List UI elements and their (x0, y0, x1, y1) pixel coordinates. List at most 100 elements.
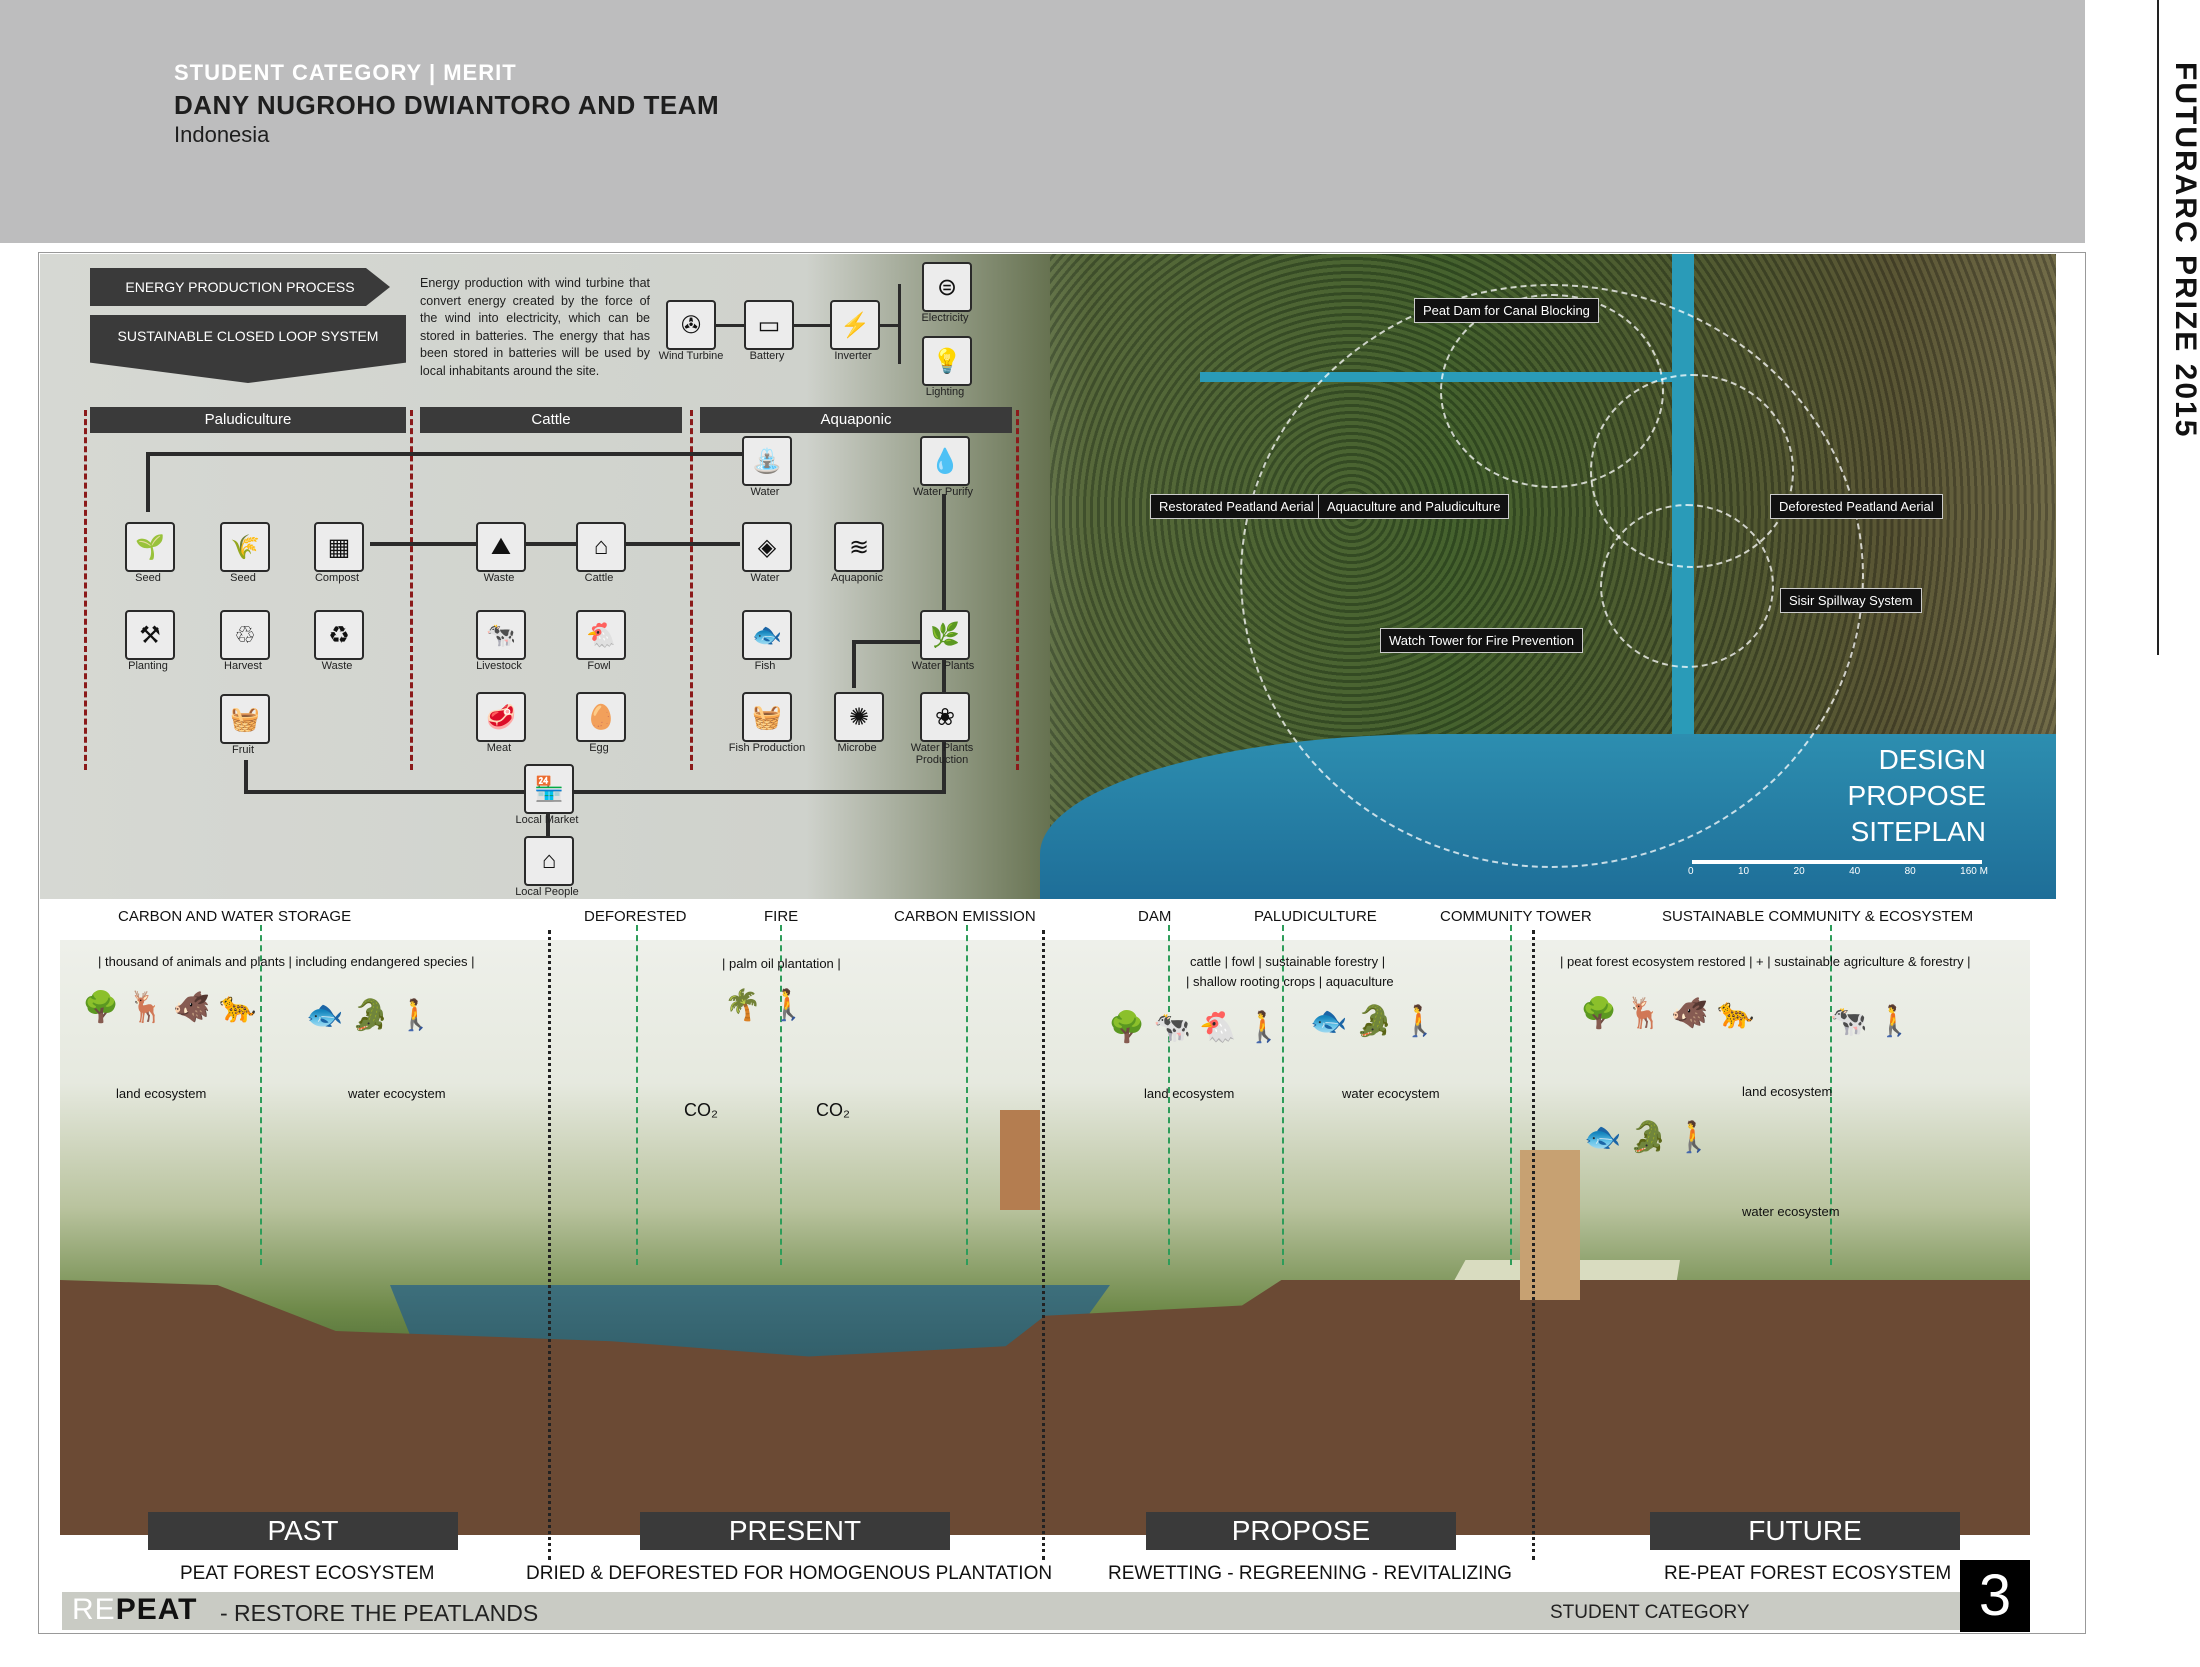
water-purify-icon: 💧 (920, 436, 970, 486)
battery-icon: ▭ (744, 300, 794, 350)
propose-water-label: water ecocystem (1342, 1086, 1440, 1101)
node-label: Water Plants Production (910, 742, 974, 766)
node-label: Inverter (834, 350, 872, 362)
community-tower (1520, 1150, 1580, 1300)
fish-production-icon: 🧺 (742, 692, 792, 742)
siteplan-label-aquaculture: Aquaculture and Paludiculture (1318, 494, 1510, 519)
scale-tick: 40 (1849, 866, 1861, 877)
category-cattle: Cattle (420, 407, 682, 433)
era-desc-present: DRIED & DEFORESTED FOR HOMOGENOUS PLANTA… (526, 1563, 1053, 1584)
node-label: Harvest (224, 660, 262, 672)
guide-line (1168, 925, 1170, 1265)
node-label: Egg (589, 742, 609, 754)
node-label: Water Purify (912, 486, 974, 498)
siteplan-label-deforested: Deforested Peatland Aerial (1770, 494, 1943, 519)
category-paludiculture: Paludiculture (90, 407, 406, 433)
past-land-label: land ecosystem (116, 1086, 207, 1101)
planting-icon: ⚒ (125, 610, 175, 660)
tagline: - RESTORE THE PEATLANDS (220, 1600, 539, 1626)
propose-note-2: | shallow rooting crops | aquaculture (1186, 974, 1394, 989)
fruit-basket-icon: 🧺 (220, 694, 270, 744)
repeat-logo: REPEAT (72, 1593, 197, 1627)
header-band (0, 0, 2085, 243)
scale-bar (1692, 860, 1982, 864)
era-desc-past: PEAT FOREST ECOSYSTEM (180, 1563, 435, 1584)
era-future: FUTURE (1650, 1512, 1960, 1550)
fish-icon: 🐟 (742, 610, 792, 660)
section-label-deforested: DEFORESTED (584, 908, 687, 925)
fowl-icon: 🐔 (576, 610, 626, 660)
propose-water-animals-icon: 🐟 🐊 🚶 (1310, 1005, 1439, 1038)
land-animals-icon: 🌳 🦌 🐗 🐆 (82, 991, 257, 1024)
siteplan-label-peat-dam: Peat Dam for Canal Blocking (1414, 298, 1599, 323)
flow-line (794, 324, 830, 327)
era-divider (1532, 930, 1535, 1560)
water-plants-icon: 🌿 (920, 610, 970, 660)
flow-line (546, 780, 550, 850)
node-label: Planting (128, 660, 168, 672)
node-label: Fish Production (728, 742, 806, 754)
guide-line (1510, 925, 1512, 1265)
local-market-icon: 🏪 (524, 764, 574, 814)
team-name: DANY NUGROHO DWIANTORO AND TEAM (174, 90, 720, 120)
node-label: Battery (749, 350, 785, 362)
node-label: Seed (135, 572, 161, 584)
footer-bar (62, 1592, 1967, 1630)
node-label: Waste (483, 572, 515, 584)
siteplan-title: DESIGN PROPOSE SITEPLAN (1800, 742, 1986, 850)
microbe-icon: ✺ (834, 692, 884, 742)
co2-label: CO₂ (684, 1100, 718, 1120)
section-label-carbon-emission: CARBON EMISSION (894, 908, 1036, 925)
flow-line (880, 324, 900, 327)
seed-crop-icon: 🌾 (220, 522, 270, 572)
harvest-icon: ♲ (220, 610, 270, 660)
inverter-icon: ⚡ (830, 300, 880, 350)
node-label: Local Market (515, 814, 579, 826)
section-label-fire: FIRE (764, 908, 799, 925)
era-desc-propose: REWETTING - REGREENING - REVITALIZING (1108, 1563, 1512, 1584)
node-label: Cattle (584, 572, 614, 584)
flow-line (898, 284, 901, 364)
local-people-icon: ⌂ (524, 836, 574, 886)
award-line: STUDENT CATEGORY | MERIT (174, 60, 517, 86)
section-label-dam: DAM (1138, 908, 1172, 925)
scale-ticks: 0 10 20 40 80 160 M (1688, 866, 1988, 877)
flow-line (852, 640, 944, 644)
scale-tick: 20 (1793, 866, 1805, 877)
node-label: Water (750, 486, 780, 498)
column-divider (84, 410, 87, 770)
node-label: Fish (754, 660, 776, 672)
node-label: Meat (486, 742, 512, 754)
logo-peat: PEAT (115, 1593, 198, 1626)
energy-header-arrow (90, 268, 390, 306)
category-label: STUDENT CATEGORY (174, 60, 422, 85)
node-label: Fowl (587, 660, 611, 672)
future-note: | peat forest ecosystem restored | + | s… (1560, 954, 1971, 969)
future-cattle-icon: 🐄 🚶 (1830, 1005, 1914, 1038)
page-number: 3 (1960, 1560, 2030, 1632)
siteplan-label-restorated: Restorated Peatland Aerial (1150, 494, 1323, 519)
watering-can-icon: ⛲ (742, 436, 792, 486)
award-label: MERIT (443, 60, 517, 85)
past-ecosystem-note: | thousand of animals and plants | inclu… (98, 954, 475, 969)
siteplan-circle-large (1240, 284, 1864, 868)
node-label: Livestock (476, 660, 522, 672)
propose-land-animals-icon: 🌳 🐄 🐔 🚶 (1108, 1011, 1283, 1044)
era-desc-future: RE-PEAT FOREST ECOSYSTEM (1664, 1563, 1952, 1584)
waste-bin-icon: ♻ (314, 610, 364, 660)
flow-line (146, 452, 150, 512)
energy-description: Energy production with wind turbine that… (420, 276, 650, 378)
node-label: Waste (321, 660, 353, 672)
siteplan-label-spillway: Sisir Spillway System (1780, 588, 1922, 613)
co2-label: CO₂ (816, 1100, 850, 1120)
footer-category: STUDENT CATEGORY (1550, 1602, 1750, 1623)
flow-line (370, 542, 740, 546)
section-label-paludiculture: PALUDICULTURE (1254, 908, 1377, 925)
present-note: | palm oil plantation | (722, 956, 841, 971)
node-label: Lighting (925, 386, 965, 398)
column-divider (690, 410, 693, 770)
era-propose: PROPOSE (1146, 1512, 1456, 1550)
side-divider (2157, 0, 2159, 655)
water-animals-icon: 🐟 🐊 🚶 (306, 999, 435, 1032)
guide-line (260, 925, 262, 1265)
